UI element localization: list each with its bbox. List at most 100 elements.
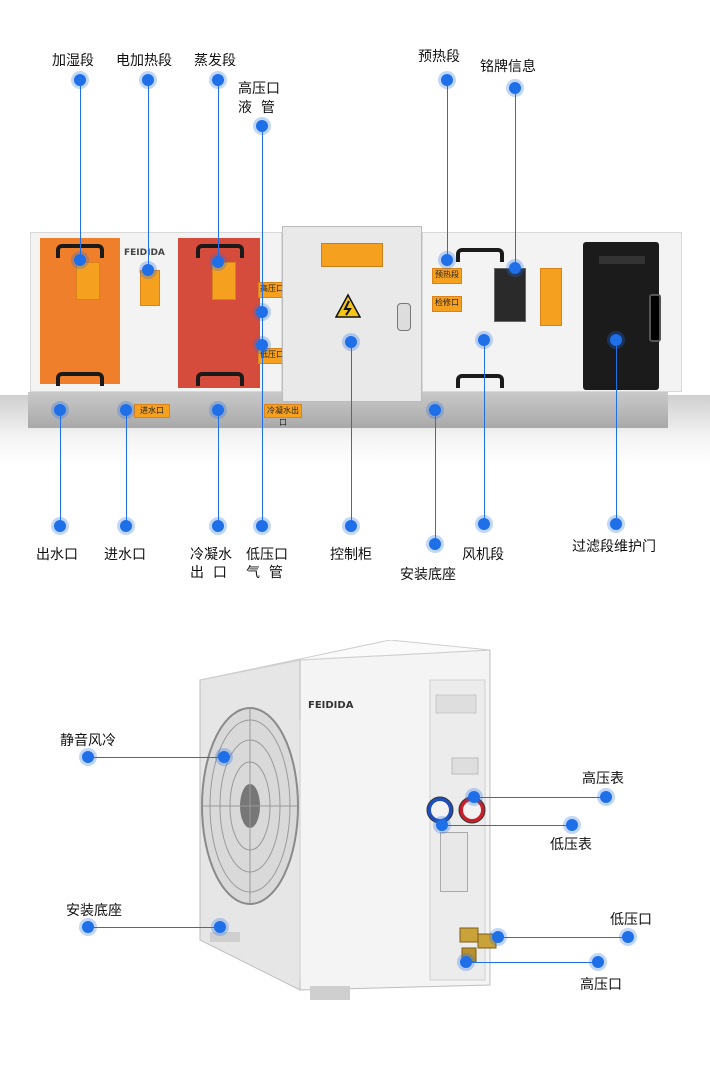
- leader-line: [262, 126, 263, 526]
- callout-dot: [256, 306, 268, 318]
- unit-nameplate: [440, 832, 468, 892]
- leader-line: [442, 825, 572, 826]
- callout-dot: [212, 74, 224, 86]
- callout-dot: [468, 791, 480, 803]
- door-handle: [649, 294, 661, 342]
- label-fan-section: 风机段: [462, 547, 504, 563]
- label-mount-base-bottom: 安装底座: [66, 903, 122, 919]
- inlet-sticker: 进水口: [134, 404, 170, 418]
- callout-dot: [256, 520, 268, 532]
- electric-hazard-icon: [335, 293, 361, 318]
- callout-dot: [120, 520, 132, 532]
- callout-dot: [600, 791, 612, 803]
- callout-dot: [74, 74, 86, 86]
- callout-dot: [142, 264, 154, 276]
- handle-icon: [456, 374, 504, 388]
- callout-dot: [218, 751, 230, 763]
- leader-line: [474, 797, 606, 798]
- warning-sticker: [540, 268, 562, 326]
- leader-line: [515, 88, 516, 268]
- label-evaporator-section: 蒸发段: [194, 53, 236, 69]
- preheat-sticker: 预热段: [432, 268, 462, 284]
- callout-dot: [429, 404, 441, 416]
- label-water-outlet: 出水口: [36, 547, 78, 563]
- handle-icon: [456, 248, 504, 262]
- leader-line: [80, 80, 81, 260]
- label-high-pressure-port: 高压口: [580, 977, 622, 993]
- leader-line: [616, 340, 617, 524]
- callout-dot: [256, 339, 268, 351]
- warning-label: [321, 243, 383, 267]
- filter-maintenance-door: [583, 242, 661, 390]
- label-high-pressure-port-line1: 高压口: [238, 81, 280, 97]
- label-low-pressure-port-line1: 低压口: [246, 547, 288, 563]
- leader-line: [447, 80, 448, 260]
- label-electric-heat-section: 电加热段: [116, 53, 172, 69]
- label-condensate-outlet-line1: 冷凝水: [190, 547, 232, 563]
- condensate-sticker: 冷凝水出口: [264, 404, 302, 427]
- bottom-brand-logo: FEIDIDA: [308, 700, 354, 711]
- callout-dot: [566, 819, 578, 831]
- label-mount-base-top: 安装底座: [400, 567, 456, 583]
- warning-sticker: [76, 262, 100, 300]
- label-filter-door: 过滤段维护门: [572, 539, 656, 555]
- label-humidify-section: 加湿段: [52, 53, 94, 69]
- callout-dot: [492, 931, 504, 943]
- warning-sticker: [212, 262, 236, 300]
- callout-dot: [214, 921, 226, 933]
- label-low-pressure-gauge: 低压表: [550, 837, 592, 853]
- handle-icon: [196, 244, 244, 258]
- leader-line: [484, 340, 485, 524]
- callout-dot: [74, 254, 86, 266]
- pressure-gauges: [426, 796, 486, 824]
- callout-dot: [256, 120, 268, 132]
- leader-line: [435, 410, 436, 544]
- callout-dot: [436, 819, 448, 831]
- handle-icon: [56, 372, 104, 386]
- label-silent-air-cooling: 静音风冷: [60, 733, 116, 749]
- callout-dot: [610, 334, 622, 346]
- label-water-inlet: 进水口: [104, 547, 146, 563]
- callout-dot: [610, 518, 622, 530]
- leader-line: [466, 962, 598, 963]
- label-low-pressure-port-line2: 气 管: [246, 565, 283, 581]
- leader-line: [218, 80, 219, 260]
- leader-line: [88, 927, 220, 928]
- leader-line: [498, 937, 628, 938]
- handle-icon: [196, 372, 244, 386]
- nameplate: [494, 268, 526, 322]
- callout-dot: [429, 538, 441, 550]
- cabinet-lock: [397, 303, 411, 331]
- label-low-pressure-port: 低压口: [610, 912, 652, 928]
- callout-dot: [478, 334, 490, 346]
- callout-dot: [478, 518, 490, 530]
- callout-dot: [212, 520, 224, 532]
- callout-dot: [212, 256, 224, 268]
- low-port-sticker: 低压口: [258, 348, 286, 364]
- leader-line: [148, 80, 149, 270]
- control-cabinet: [282, 226, 422, 402]
- label-high-pressure-port-line2: 液 管: [238, 100, 275, 116]
- callout-dot: [345, 336, 357, 348]
- callout-dot: [592, 956, 604, 968]
- leader-line: [218, 410, 219, 526]
- callout-dot: [460, 956, 472, 968]
- callout-dot: [622, 931, 634, 943]
- inspection-sticker: 检修口: [432, 296, 462, 312]
- leader-line: [351, 342, 352, 526]
- callout-dot: [345, 520, 357, 532]
- leader-line: [126, 410, 127, 526]
- callout-dot: [120, 404, 132, 416]
- top-brand-logo: FEIDIDA: [124, 248, 165, 258]
- callout-dot: [441, 74, 453, 86]
- label-nameplate-info: 铭牌信息: [480, 59, 536, 75]
- callout-dot: [82, 751, 94, 763]
- callout-dot: [142, 74, 154, 86]
- callout-dot: [441, 254, 453, 266]
- label-control-cabinet: 控制柜: [330, 547, 372, 563]
- label-preheat-section: 预热段: [418, 49, 460, 65]
- callout-dot: [509, 82, 521, 94]
- callout-dot: [509, 262, 521, 274]
- callout-dot: [212, 404, 224, 416]
- callout-dot: [54, 520, 66, 532]
